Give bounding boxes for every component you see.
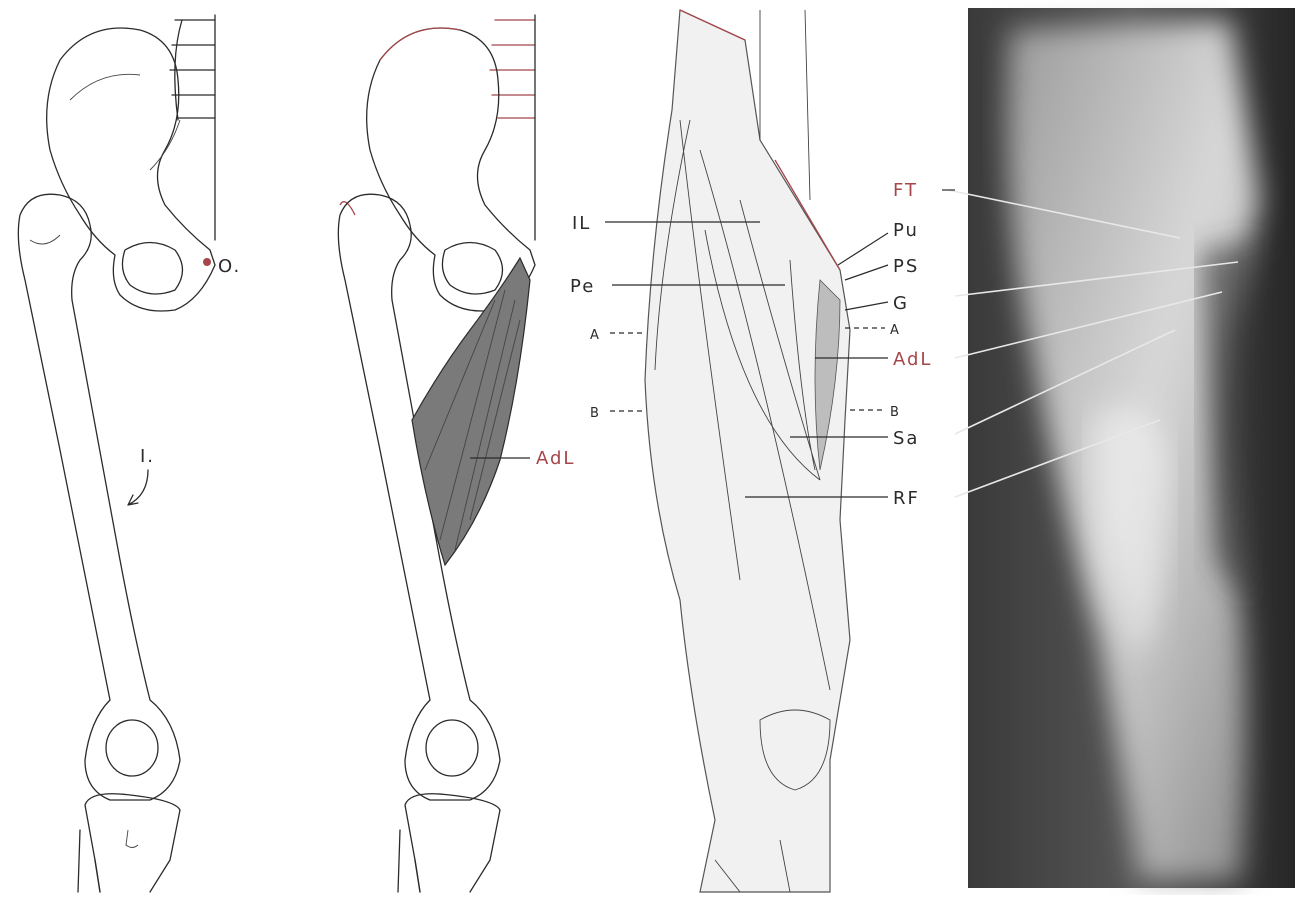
g-label: G [893, 293, 909, 314]
panel-skeleton-origin-insertion: O. I. [18, 15, 241, 892]
obturator-foramen [122, 243, 182, 295]
b-right-label: B [890, 405, 901, 420]
rf-label: RF [893, 488, 920, 509]
origin-marker [203, 258, 211, 266]
pe-label: Pe [570, 276, 595, 297]
ps-label: PS [893, 256, 919, 277]
origin-label: O. [218, 256, 241, 277]
spine-drawing [170, 15, 215, 240]
panel-photo: FT [893, 8, 1295, 888]
adl-label-panel3: AdL [893, 349, 932, 370]
insertion-arrow [128, 470, 148, 505]
patella [106, 720, 158, 776]
b-left-label: B [590, 406, 601, 421]
sa-label: Sa [893, 428, 919, 449]
obturator-foramen-2 [442, 243, 502, 295]
tibia-outline-2 [405, 794, 500, 892]
a-right-label: A [890, 323, 901, 338]
adductor-longus-muscle [412, 258, 530, 565]
tibia-outline [85, 794, 180, 892]
panel-thigh-muscles: IL Pe A B Pu PS G A AdL B Sa RF [570, 10, 932, 892]
insertion-label: I. [140, 446, 155, 467]
ft-label: FT [893, 180, 918, 201]
a-left-label: A [590, 328, 601, 343]
femur-outline [18, 194, 180, 800]
pu-label: Pu [893, 220, 919, 241]
panel-skeleton-muscle: AdL [338, 15, 575, 892]
patella-2 [426, 720, 478, 776]
il-label: IL [572, 213, 591, 234]
adl-label-panel2: AdL [536, 448, 575, 469]
